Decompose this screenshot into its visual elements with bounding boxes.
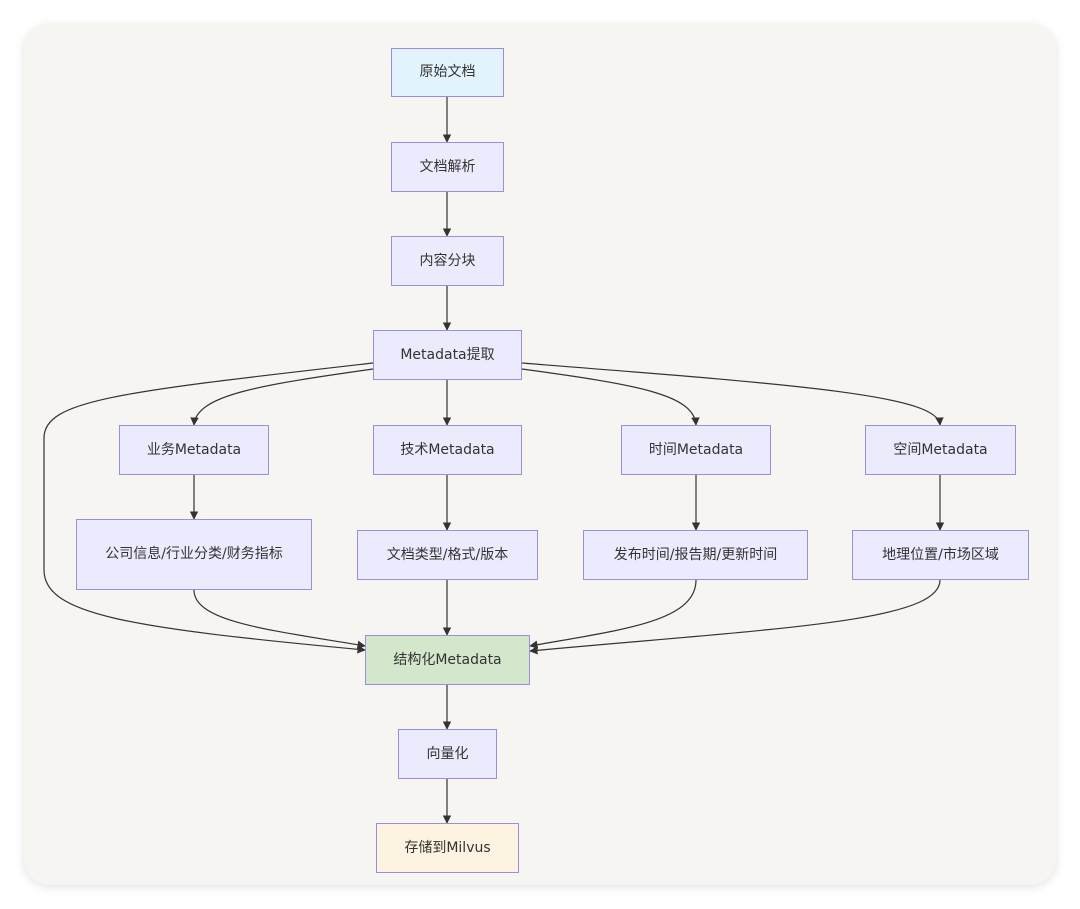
edge-space-detail-structured xyxy=(529,579,941,655)
node-label: 地理位置/市场区域 xyxy=(882,546,999,563)
node-store-milvus[interactable]: 存储到Milvus xyxy=(376,823,519,873)
node-label: 文档类型/格式/版本 xyxy=(386,546,509,563)
edge-extract-business xyxy=(190,368,374,426)
node-structured-metadata[interactable]: 结构化Metadata xyxy=(365,635,530,685)
node-label: 发布时间/报告期/更新时间 xyxy=(613,546,778,563)
node-vectorize[interactable]: 向量化 xyxy=(398,729,497,779)
node-time-detail[interactable]: 发布时间/报告期/更新时间 xyxy=(583,530,808,580)
node-business-metadata[interactable]: 业务Metadata xyxy=(119,425,269,475)
edge-extract-structured xyxy=(43,362,374,654)
node-document-parse[interactable]: 文档解析 xyxy=(391,142,504,192)
node-label: 业务Metadata xyxy=(146,441,242,458)
node-label: 技术Metadata xyxy=(400,441,495,458)
node-space-metadata[interactable]: 空间Metadata xyxy=(865,425,1016,475)
edge-business-detail-structured xyxy=(193,589,366,649)
node-label: 存储到Milvus xyxy=(404,839,491,856)
node-label: 原始文档 xyxy=(419,64,476,80)
node-label: 时间Metadata xyxy=(648,441,744,458)
node-label: 内容分块 xyxy=(419,252,476,269)
node-label: 文档解析 xyxy=(419,158,476,175)
node-label: 向量化 xyxy=(426,745,469,762)
edge-extract-time xyxy=(521,368,700,426)
node-label: Metadata提取 xyxy=(400,346,495,363)
edge-time-detail-structured xyxy=(529,579,697,649)
node-time-metadata[interactable]: 时间Metadata xyxy=(621,425,771,475)
edge-extract-space xyxy=(521,362,944,426)
node-label: 结构化Metadata xyxy=(393,651,502,668)
node-metadata-extract[interactable]: Metadata提取 xyxy=(373,330,522,380)
node-raw-document[interactable]: 原始文档 xyxy=(391,48,504,97)
node-content-chunk[interactable]: 内容分块 xyxy=(391,236,504,286)
node-space-detail[interactable]: 地理位置/市场区域 xyxy=(852,530,1029,580)
node-tech-metadata[interactable]: 技术Metadata xyxy=(373,425,522,475)
node-label: 公司信息/行业分类/财务指标 xyxy=(105,546,283,562)
node-label: 空间Metadata xyxy=(893,441,988,458)
node-business-detail[interactable]: 公司信息/行业分类/财务指标 xyxy=(76,519,312,590)
node-tech-detail[interactable]: 文档类型/格式/版本 xyxy=(357,530,538,580)
